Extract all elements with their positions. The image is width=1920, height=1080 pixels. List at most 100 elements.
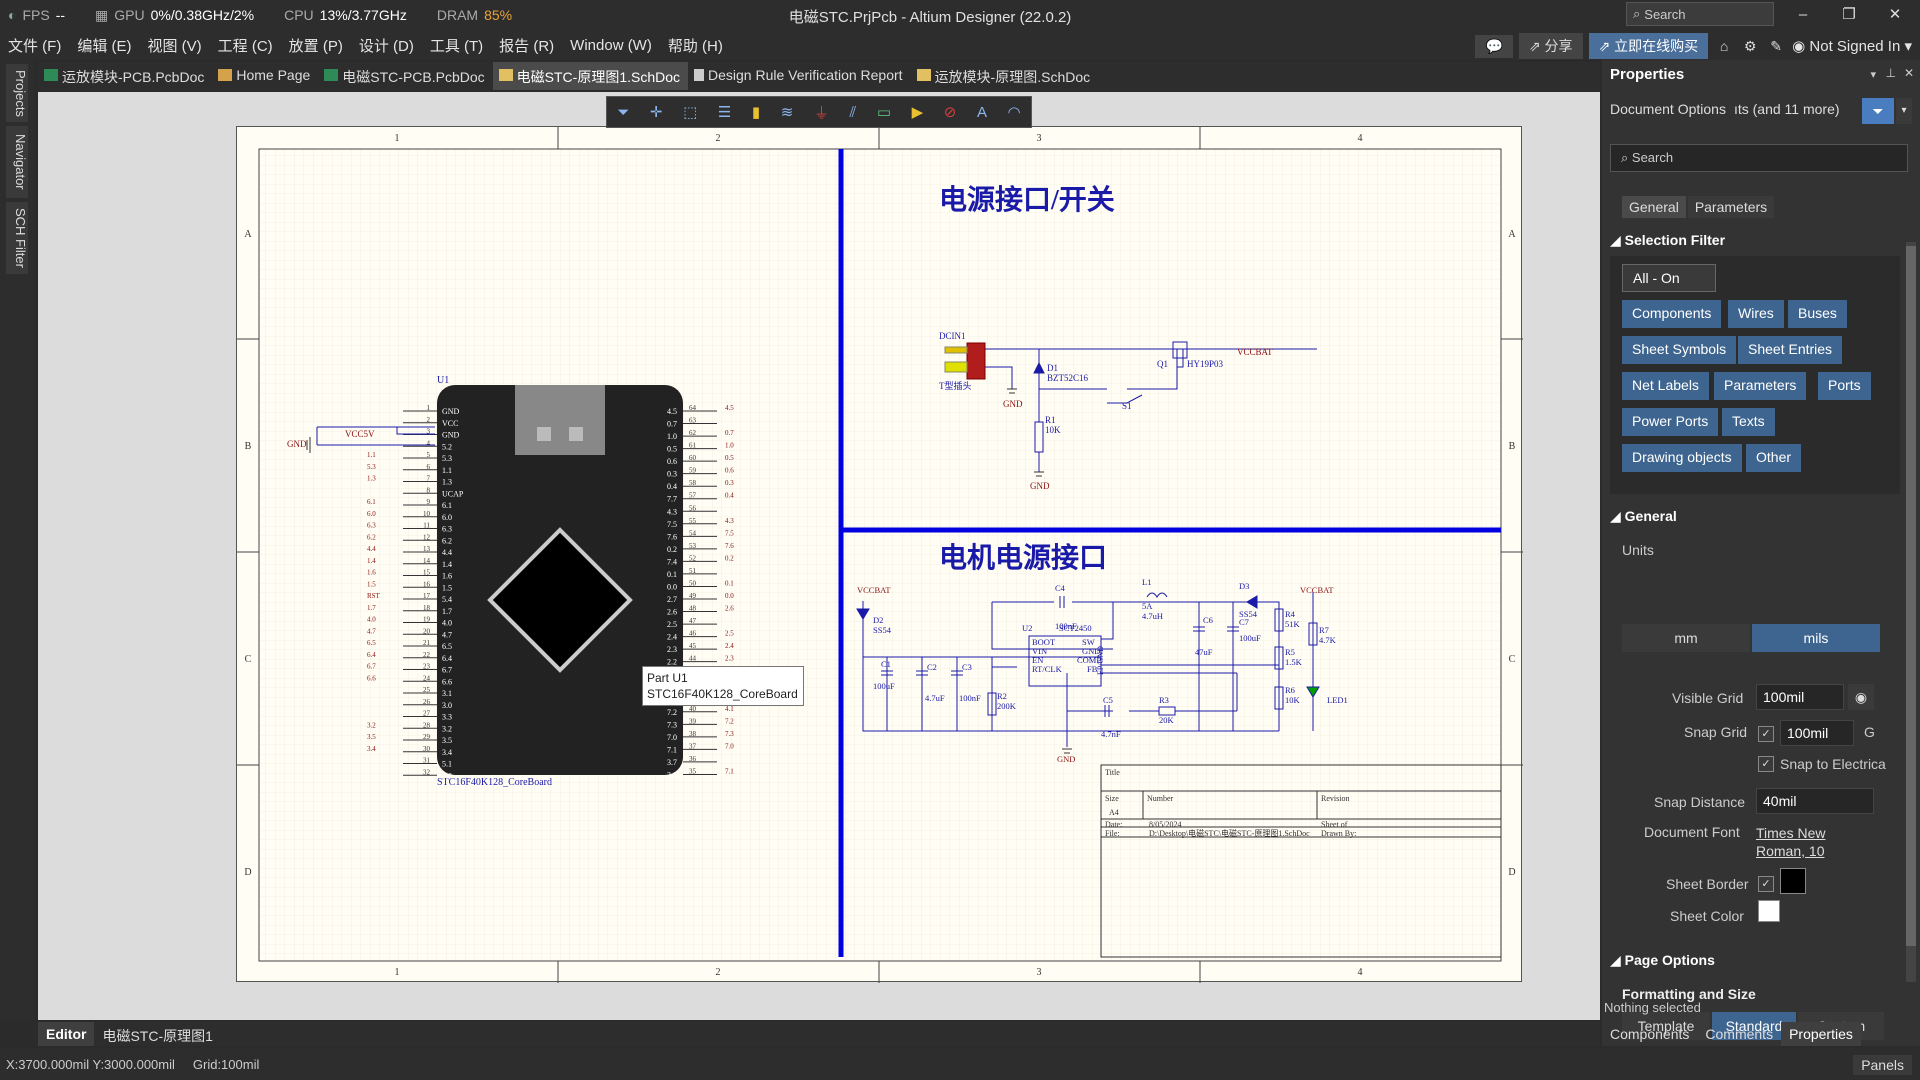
- filter-ports-button[interactable]: Ports: [1818, 372, 1871, 400]
- select-icon[interactable]: ⬚: [683, 104, 698, 121]
- properties-scrollbar[interactable]: [1906, 242, 1916, 982]
- filter-components-button[interactable]: Components: [1622, 300, 1722, 328]
- global-search-input[interactable]: ⌕ Search: [1626, 2, 1774, 26]
- scrollbar-thumb[interactable]: [1906, 246, 1916, 946]
- unit-mm-button[interactable]: mm: [1622, 624, 1750, 652]
- menu-edit[interactable]: 编辑 (E): [77, 37, 132, 55]
- net-vccbat-motor1: VCCBAT: [857, 585, 891, 595]
- menu-reports[interactable]: 报告 (R): [499, 37, 555, 55]
- maximize-button[interactable]: ❐: [1842, 6, 1856, 23]
- comment-button[interactable]: 💬: [1475, 34, 1513, 58]
- filter-buses-button[interactable]: Buses: [1788, 300, 1847, 328]
- tab-opamp-pcb[interactable]: 运放模块-PCB.PcbDoc: [38, 62, 212, 90]
- menu-design[interactable]: 设计 (D): [358, 37, 414, 55]
- filter-wires-button[interactable]: Wires: [1728, 300, 1784, 328]
- align-icon[interactable]: ☰: [717, 104, 732, 121]
- text-icon[interactable]: A: [976, 103, 987, 121]
- snap-grid-checkbox[interactable]: ✓: [1758, 726, 1774, 742]
- tab-stc-schematic[interactable]: 电磁STC-原理图1.SchDoc: [492, 62, 689, 90]
- visible-grid-toggle[interactable]: ◉: [1848, 684, 1874, 710]
- filter-other-button[interactable]: Other: [1746, 444, 1802, 472]
- search-icon: ⌕: [1633, 6, 1641, 21]
- close-panel-icon[interactable]: ✕: [1903, 66, 1914, 80]
- tab-parameters[interactable]: Parameters: [1687, 196, 1775, 218]
- filter-parameters-button[interactable]: Parameters: [1714, 372, 1807, 400]
- u1-left-pin-number: 26: [423, 698, 431, 706]
- bus-icon[interactable]: ⫽: [849, 103, 857, 121]
- panel-menu-icon[interactable]: ▾: [1870, 69, 1876, 81]
- visible-grid-label: Visible Grid: [1672, 690, 1744, 706]
- sheet-symbol-icon[interactable]: ▭: [876, 104, 892, 121]
- visible-grid-input[interactable]: 100mil: [1756, 684, 1844, 710]
- filter-dropdown-button[interactable]: ▾: [1896, 98, 1912, 124]
- menu-help[interactable]: 帮助 (H): [667, 37, 723, 55]
- tab-comments-panel[interactable]: Comments: [1705, 1026, 1774, 1042]
- schematic-sheet[interactable]: 1 2 3 4 1 2 3 4 A B C D A B C D 电源接口/: [236, 126, 1523, 983]
- menu-file[interactable]: 文件 (F): [8, 37, 62, 55]
- general-section-title[interactable]: ◢ General: [1610, 508, 1677, 525]
- snap-grid-input[interactable]: 100mil: [1780, 720, 1854, 746]
- filter-icon[interactable]: ⏷: [617, 103, 630, 121]
- buck-converter-circuit[interactable]: [856, 592, 1320, 754]
- properties-search-input[interactable]: ⌕ Search: [1610, 144, 1908, 172]
- arc-icon[interactable]: ◠: [1007, 104, 1021, 121]
- snap-electrical-checkbox[interactable]: ✓: [1758, 756, 1774, 772]
- tab-properties-panel[interactable]: Properties: [1781, 1022, 1861, 1046]
- page-options-title[interactable]: ◢ Page Options: [1610, 952, 1715, 969]
- menu-tools[interactable]: 工具 (T): [429, 37, 484, 55]
- notifications-icon[interactable]: ✎: [1770, 37, 1782, 54]
- port-icon[interactable]: ▶: [911, 104, 924, 121]
- u1-right-pin-number: 57: [689, 492, 697, 500]
- filter-button[interactable]: ⏷: [1862, 98, 1894, 124]
- tab-home-page[interactable]: Home Page: [212, 62, 318, 90]
- tab-components-panel[interactable]: Components: [1610, 1026, 1690, 1042]
- minimize-button[interactable]: –: [1798, 6, 1808, 23]
- share-button[interactable]: ⇗ 分享: [1518, 33, 1583, 59]
- pin-icon[interactable]: ⊥: [1885, 66, 1896, 80]
- component-icon[interactable]: ▮: [751, 104, 761, 121]
- snap-distance-input[interactable]: 40mil: [1756, 788, 1874, 814]
- directive-icon[interactable]: ⊘: [943, 104, 957, 121]
- navigator-panel-tab[interactable]: Navigator: [6, 126, 28, 198]
- sheet-border-checkbox[interactable]: ✓: [1758, 876, 1774, 892]
- projects-panel-tab[interactable]: Projects: [6, 64, 28, 122]
- tab-stc-pcb[interactable]: 电磁STC-PCB.PcbDoc: [318, 62, 492, 90]
- filter-all-on-button[interactable]: All - On: [1622, 264, 1716, 292]
- menu-window[interactable]: Window (W): [570, 36, 652, 54]
- tab-general[interactable]: General: [1622, 196, 1686, 218]
- schematic-canvas[interactable]: 1 2 3 4 1 2 3 4 A B C D A B C D 电源接口/: [38, 92, 1600, 1020]
- filter-net-labels-button[interactable]: Net Labels: [1622, 372, 1709, 400]
- menu-project[interactable]: 工程 (C): [217, 37, 273, 55]
- filter-sheet-symbols-button[interactable]: Sheet Symbols: [1622, 336, 1737, 364]
- filter-drawing-objects-button[interactable]: Drawing objects: [1622, 444, 1742, 472]
- tab-sheet[interactable]: 电磁STC-原理图1: [102, 1028, 213, 1044]
- close-button[interactable]: ✕: [1888, 6, 1902, 23]
- format-template-button[interactable]: Template: [1622, 1012, 1710, 1040]
- buy-online-button[interactable]: ⇗ 立即在线购买: [1588, 33, 1709, 59]
- filter-power-ports-button[interactable]: Power Ports: [1622, 408, 1719, 436]
- unit-mils-button[interactable]: mils: [1752, 624, 1880, 652]
- sheet-color-swatch[interactable]: [1758, 900, 1780, 922]
- filter-texts-button[interactable]: Texts: [1722, 408, 1775, 436]
- border-col-label: 4: [1358, 967, 1363, 978]
- tab-editor[interactable]: Editor: [38, 1022, 95, 1046]
- selection-filter-title[interactable]: ◢ Selection Filter: [1610, 232, 1725, 249]
- power-switch-circuit[interactable]: [944, 341, 1317, 477]
- tab-drc-report[interactable]: Design Rule Verification Report: [688, 62, 911, 90]
- u2-designator: U2: [1022, 623, 1032, 633]
- wire-icon[interactable]: ≋: [780, 104, 794, 121]
- tab-opamp-schematic[interactable]: 运放模块-原理图.SchDoc: [911, 62, 1099, 90]
- document-font-link[interactable]: Times New Roman, 10: [1756, 825, 1826, 859]
- sch-filter-panel-tab[interactable]: SCH Filter: [6, 202, 28, 274]
- home-icon[interactable]: ⌂: [1719, 38, 1729, 54]
- menu-view[interactable]: 视图 (V): [147, 37, 202, 55]
- power-port-icon[interactable]: ⏚: [813, 104, 829, 122]
- gear-icon[interactable]: ⚙: [1743, 37, 1757, 54]
- sheet-border-color-swatch[interactable]: [1780, 868, 1806, 894]
- document-options-label: Document Options: [1610, 101, 1726, 117]
- panels-button[interactable]: Panels: [1853, 1055, 1912, 1075]
- menu-place[interactable]: 放置 (P): [288, 37, 343, 55]
- filter-sheet-entries-button[interactable]: Sheet Entries: [1738, 336, 1843, 364]
- move-icon[interactable]: ✛: [649, 104, 663, 121]
- user-menu[interactable]: ◉ Not Signed In ▾: [1792, 38, 1912, 55]
